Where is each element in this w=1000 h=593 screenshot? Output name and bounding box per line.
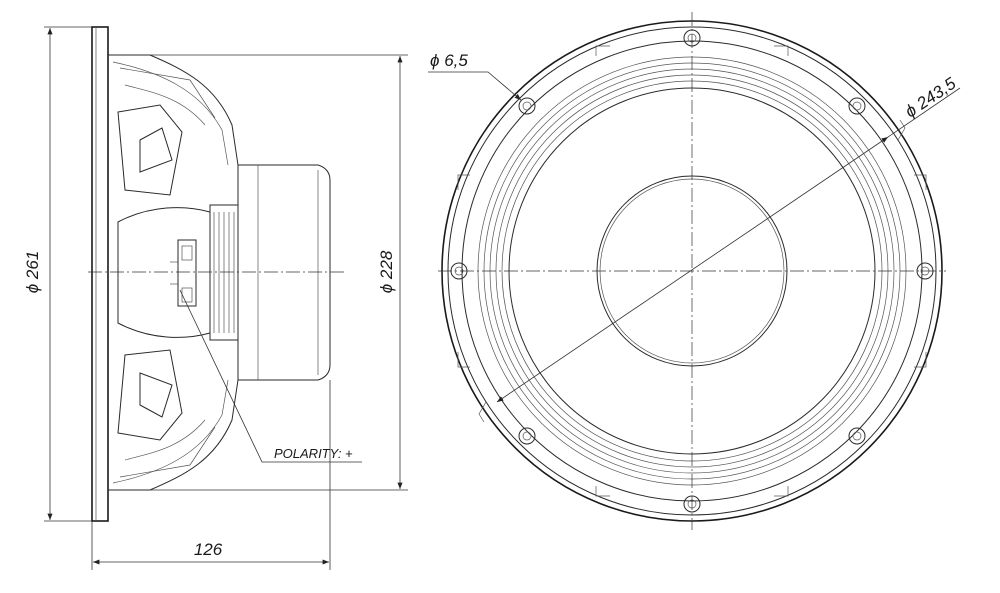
- mounting-hole: [848, 427, 866, 445]
- dim-label-6-5: ϕ 6,5: [430, 51, 468, 70]
- side-view: ϕ 261 ϕ 228 126 POLARITY: +: [23, 26, 408, 570]
- front-view: ϕ 243,5 ϕ 6,5: [428, 12, 961, 530]
- dim-label-261: ϕ 261: [23, 251, 42, 294]
- dim-label-126: 126: [194, 540, 223, 559]
- dim-label-243-5: ϕ 243,5: [902, 74, 960, 122]
- mounting-hole: [518, 427, 536, 445]
- mounting-flange: [91, 26, 109, 522]
- dim-label-228: ϕ 228: [377, 250, 396, 293]
- gasket-notches: [457, 45, 927, 497]
- dim-line-243-5: [496, 136, 889, 403]
- magnet-assembly: [238, 164, 331, 381]
- hole-leader: [428, 71, 522, 101]
- polarity-label: POLARITY: +: [274, 446, 353, 461]
- basket-window-top: [117, 104, 183, 196]
- mounting-hole: [848, 97, 866, 115]
- terminal-block: [177, 239, 197, 307]
- basket-window-bottom: [117, 349, 183, 441]
- polarity-leader: [179, 289, 362, 463]
- cooling-fins: [209, 204, 239, 341]
- mounting-hole: [518, 97, 536, 115]
